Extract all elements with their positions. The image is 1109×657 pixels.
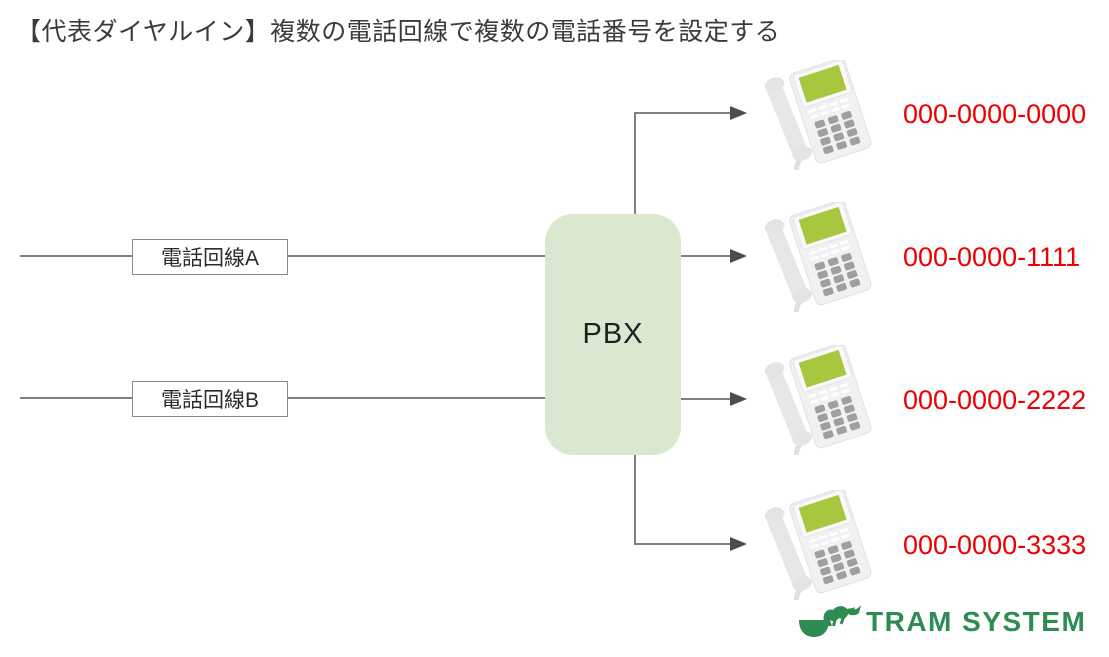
phone-icon (760, 343, 875, 467)
branch-3-horizontal-line (681, 398, 730, 400)
branch-1-horizontal-line (634, 112, 730, 114)
branch-4-horizontal-line (634, 543, 730, 545)
phone-line-a-box: 電話回線A (132, 239, 288, 275)
phone-number-4: 000-0000-3333 (903, 530, 1087, 560)
phone-number-2: 000-0000-1111 (903, 242, 1081, 272)
connector-line-b-to-pbx (288, 397, 545, 399)
phone-number-1: 000-0000-0000 (903, 99, 1087, 129)
logo-text: TRAM SYSTEM (866, 606, 1087, 637)
phone-icon (760, 200, 875, 324)
arrowhead-icon (730, 392, 747, 406)
branch-2-horizontal-line (681, 255, 730, 257)
pbx-label: PBX (582, 318, 644, 350)
dino-cart-icon (796, 603, 864, 650)
connector-line-a-left (20, 255, 132, 257)
branch-4-vertical-line (634, 455, 636, 545)
phone-line-b-box: 電話回線B (132, 381, 288, 417)
arrowhead-icon (730, 537, 747, 551)
arrowhead-icon (730, 249, 747, 263)
phone-icon (760, 58, 875, 182)
phone-line-a-label: 電話回線A (160, 247, 259, 270)
page-title: 【代表ダイヤルイン】複数の電話回線で複数の電話番号を設定する (16, 18, 781, 46)
connector-line-a-to-pbx (288, 255, 545, 257)
phone-line-b-label: 電話回線B (160, 389, 259, 412)
phone-number-3: 000-0000-2222 (903, 385, 1087, 415)
pbx-node: PBX (545, 214, 681, 455)
phone-icon (760, 488, 875, 612)
connector-line-b-left (20, 397, 132, 399)
arrowhead-icon (730, 106, 747, 120)
branch-1-vertical-line (634, 112, 636, 214)
